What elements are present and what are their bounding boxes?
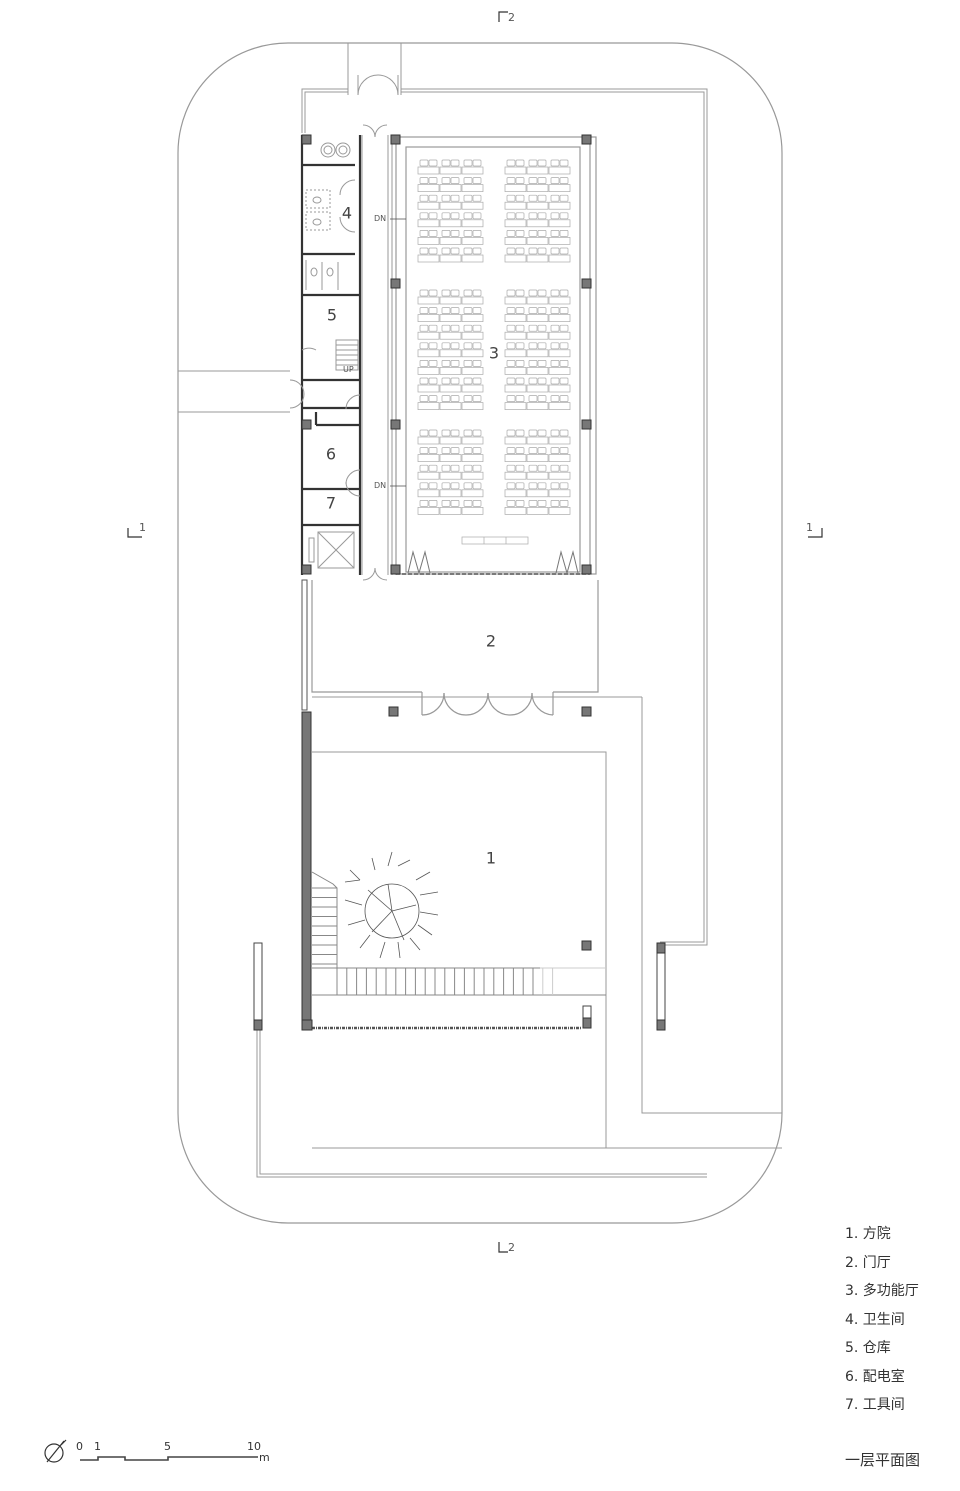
scale-tick-5: 5: [164, 1440, 171, 1453]
section-mark-top: [498, 11, 508, 22]
dn-label-upper: DN: [374, 214, 387, 223]
legend-item: 2. 门厅: [845, 1254, 891, 1271]
legend-item: 5. 仓库: [845, 1340, 891, 1356]
legend-item: 1. 方院: [845, 1226, 891, 1242]
legend-item: 4. 卫生间: [845, 1311, 905, 1328]
scale-unit: m: [259, 1451, 270, 1464]
room-legend: 1. 方院 2. 门厅 3. 多功能厅 4. 卫生间 5. 仓库 6. 配电室 …: [845, 1220, 919, 1420]
dn-label-lower: DN: [374, 481, 387, 490]
section-mark-right: [808, 528, 823, 538]
drawing-title: 一层平面图: [845, 1451, 921, 1469]
section-mark-bottom: [498, 1242, 508, 1253]
legend-item: 3. 多功能厅: [845, 1283, 919, 1299]
tree-icon: [344, 851, 439, 959]
room-number-2: 2: [485, 631, 497, 651]
section-number-left: 1: [139, 521, 146, 534]
up-label: UP: [343, 365, 354, 374]
room-number-4: 4: [341, 203, 353, 223]
section-number-bottom: 2: [508, 1241, 515, 1254]
site-boundary: [177, 42, 783, 1224]
legend-item: 7. 工具间: [845, 1397, 905, 1413]
section-number-right: 1: [806, 521, 813, 534]
section-number-top: 2: [508, 11, 515, 24]
seating-layout: [417, 159, 571, 515]
scale-tick-1: 1: [94, 1440, 101, 1453]
north-arrow-icon: [44, 1439, 67, 1463]
room-number-1: 1: [485, 848, 497, 868]
scale-bar: [80, 1456, 258, 1461]
scale-tick-0: 0: [76, 1440, 83, 1453]
room-number-7: 7: [325, 493, 337, 513]
scale-tick-10: 10: [247, 1440, 261, 1453]
legend-item: 6. 配电室: [845, 1368, 905, 1385]
room-number-3: 3: [488, 343, 500, 363]
section-mark-left: [127, 528, 142, 538]
room-number-5: 5: [326, 305, 338, 325]
room-number-6: 6: [325, 444, 337, 464]
